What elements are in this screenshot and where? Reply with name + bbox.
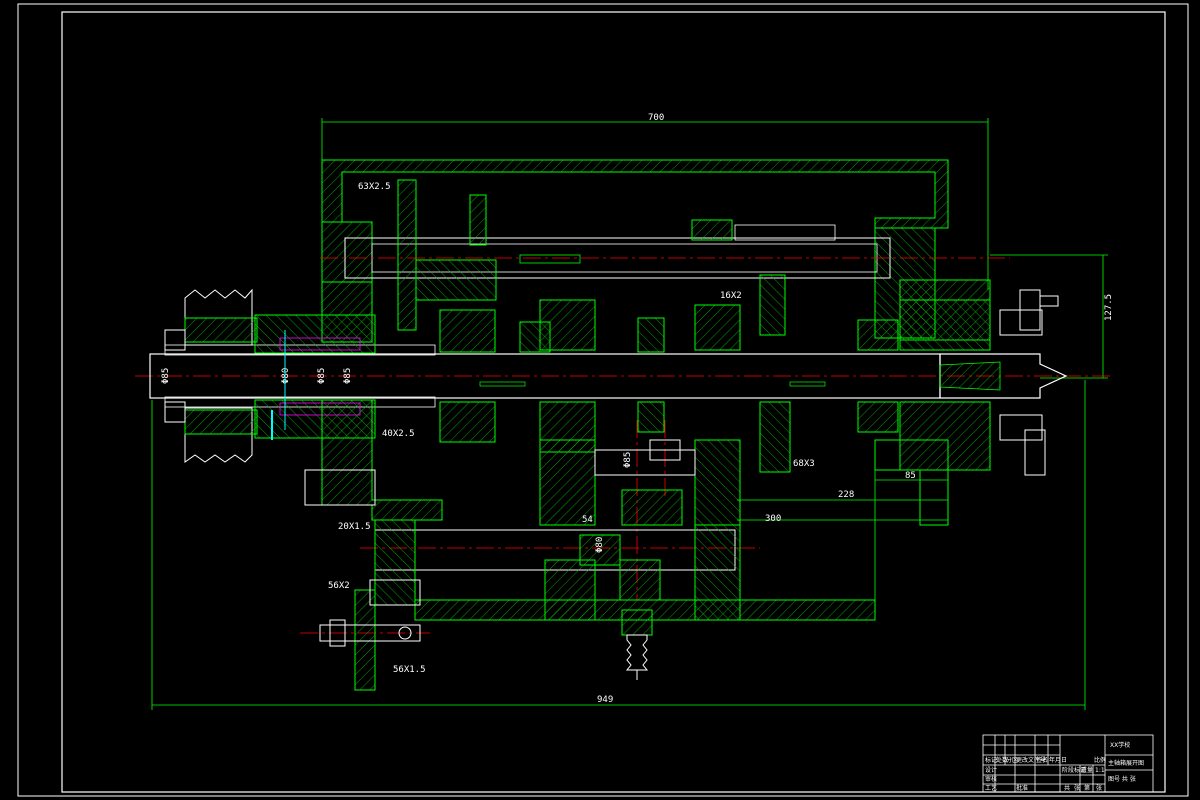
dimension-overall-top bbox=[321, 118, 989, 290]
dim-text-949: 949 bbox=[597, 695, 613, 705]
tb-label-5: 年月日 bbox=[1049, 756, 1067, 764]
label-spindle-diam: Φ85 bbox=[161, 368, 171, 384]
label-300: 300 bbox=[765, 514, 781, 524]
tb-mid-1: 重量 bbox=[1081, 766, 1093, 774]
lever-assembly bbox=[319, 579, 421, 691]
tb-mid-0: 阶段标记 bbox=[1062, 766, 1086, 774]
tb-label-6: 设计 bbox=[985, 766, 997, 774]
tb-label-3: 更改文件号 bbox=[1016, 756, 1046, 764]
title-block bbox=[982, 734, 1154, 793]
title-drawing: 主轴箱展开图 bbox=[1108, 759, 1144, 767]
tb-bottom-3: 张 bbox=[1096, 784, 1102, 792]
tb-label-1: 处数 bbox=[996, 756, 1008, 764]
title-drawing-no: 图号 共 张 bbox=[1108, 775, 1136, 783]
label-mid-vert: Φ85 bbox=[623, 452, 633, 468]
label-d80: Φ80 bbox=[281, 368, 291, 384]
tb-label-0: 标记 bbox=[985, 756, 997, 764]
label-20x1-5: 20X1.5 bbox=[338, 522, 371, 532]
tb-bottom-1: 张 bbox=[1074, 784, 1080, 792]
tb-label-7: 审核 bbox=[985, 775, 997, 783]
outer-frame bbox=[17, 3, 1189, 797]
label-56x1-5: 56X1.5 bbox=[393, 665, 426, 675]
dim-text-700: 700 bbox=[648, 113, 664, 123]
title-scale: 1:1 bbox=[1095, 767, 1105, 774]
main-spindle bbox=[149, 344, 1068, 408]
tb-bottom-0: 共 bbox=[1064, 784, 1070, 792]
label-16x2: 16X2 bbox=[720, 291, 742, 301]
dimension-overall-bottom bbox=[151, 380, 1086, 710]
bottom-knob bbox=[621, 609, 653, 680]
tb-mid-2: 比例 bbox=[1094, 756, 1106, 764]
label-40x2-5: 40X2.5 bbox=[382, 429, 415, 439]
tb-bottom-2: 第 bbox=[1084, 784, 1090, 792]
dim-text-127-5: 127.5 bbox=[1104, 294, 1114, 321]
tb-label-9: 批准 bbox=[1016, 784, 1028, 792]
front-bearing-right bbox=[899, 289, 1059, 476]
label-56x2: 56X2 bbox=[328, 581, 350, 591]
label-54: 54 bbox=[582, 515, 593, 525]
housing-lower-left bbox=[304, 399, 443, 521]
label-85: 85 bbox=[905, 471, 916, 481]
label-d85b: Φ85 bbox=[343, 368, 353, 384]
tb-label-2: 分区 bbox=[1006, 756, 1018, 764]
label-lower-vert: Φ80 bbox=[595, 537, 605, 553]
label-68x3: 68X3 bbox=[793, 459, 815, 469]
inner-frame bbox=[61, 11, 1166, 793]
title-company: XX学校 bbox=[1110, 741, 1130, 749]
tb-label-4: 签名 bbox=[1036, 756, 1048, 764]
upper-shaft bbox=[344, 179, 891, 336]
label-63x2-5: 63X2.5 bbox=[358, 182, 391, 192]
label-228: 228 bbox=[838, 490, 854, 500]
pulley bbox=[164, 288, 258, 463]
dimension-right-vertical bbox=[990, 254, 1108, 379]
label-d85a: Φ85 bbox=[317, 368, 327, 384]
tb-label-8: 工艺 bbox=[985, 784, 997, 792]
middle-gearbox bbox=[539, 439, 949, 526]
